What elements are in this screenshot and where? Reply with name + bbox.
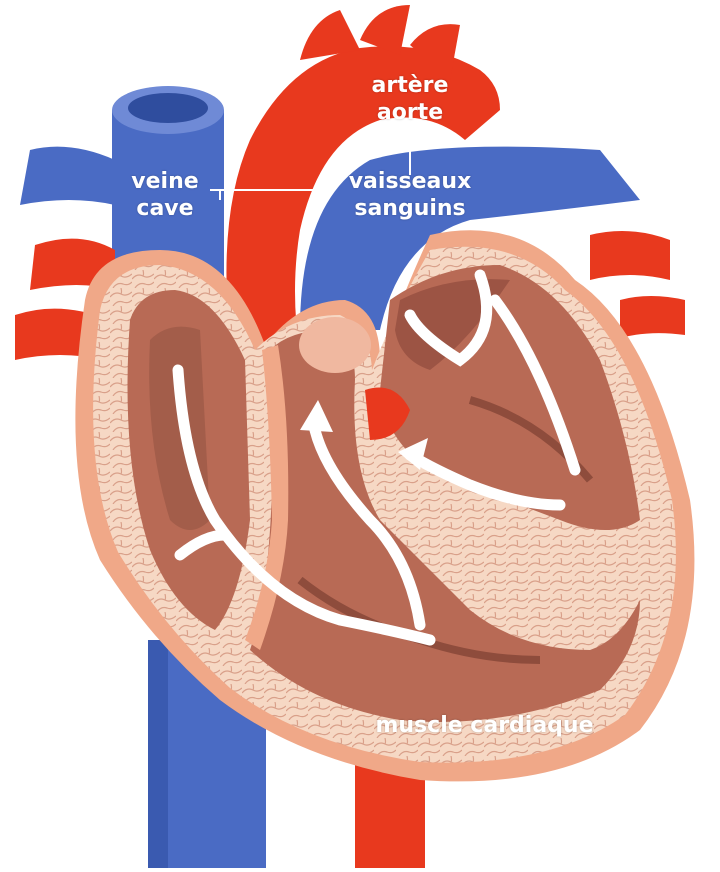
label-artere-aorte-line2: aorte bbox=[350, 99, 470, 126]
label-veine-cave-line2: cave bbox=[120, 195, 210, 222]
label-vaisseaux-sanguins-line1: vaisseaux bbox=[335, 168, 485, 195]
label-muscle-cardiaque: muscle cardiaque bbox=[352, 712, 617, 739]
label-vaisseaux-sanguins: vaisseaux sanguins bbox=[335, 168, 485, 222]
left-vein-branch bbox=[20, 147, 115, 205]
label-artere-aorte-line1: artère bbox=[350, 72, 470, 99]
label-veine-cave-line1: veine bbox=[120, 168, 210, 195]
label-veine-cave: veine cave bbox=[120, 168, 210, 222]
label-artere-aorte: artère aorte bbox=[350, 72, 470, 126]
label-vaisseaux-sanguins-line2: sanguins bbox=[335, 195, 485, 222]
aortic-valve bbox=[299, 317, 371, 373]
